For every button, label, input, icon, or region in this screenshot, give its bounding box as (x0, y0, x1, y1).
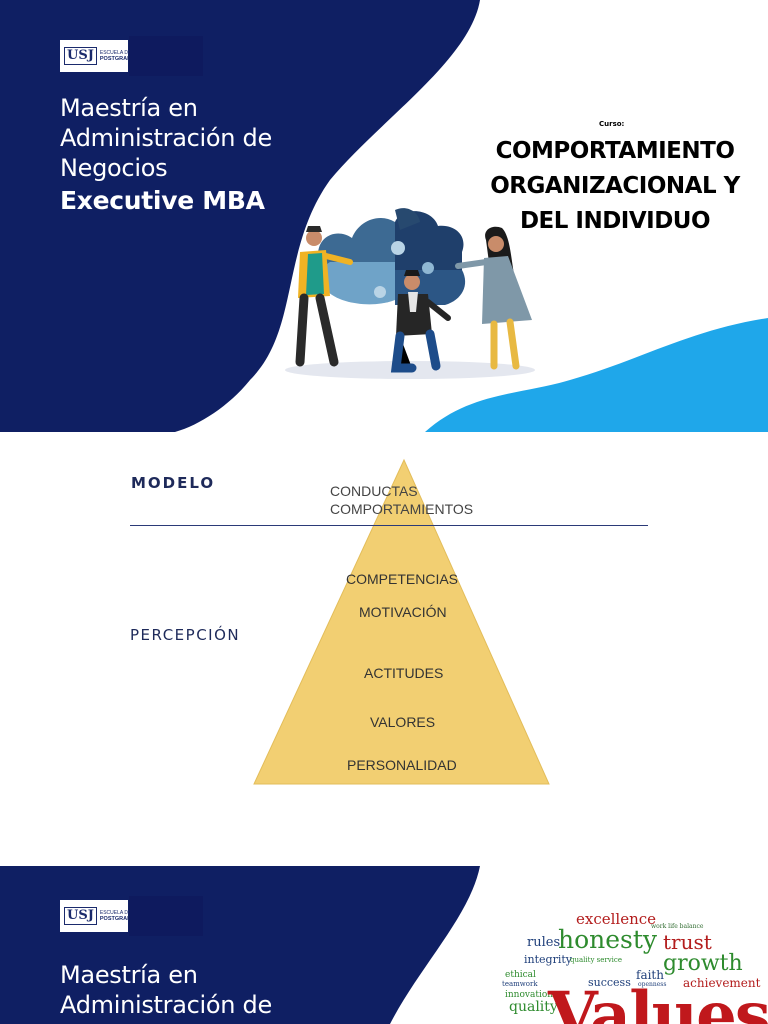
person-kneeling-icon (390, 270, 451, 373)
word-quality-service: quality service (570, 956, 622, 964)
logo-dark-block (129, 36, 203, 76)
conductas-label: CONDUCTAS COMPORTAMIENTOS (330, 482, 473, 518)
person-right-icon (455, 226, 532, 370)
word-work-life: work life balance (651, 923, 704, 930)
school-logo: USJ ESCUELA DE POSTGRADO (60, 896, 203, 936)
program-line-3: Negocios (60, 154, 168, 182)
program-line-2: Administración de (60, 991, 272, 1019)
logo-mark: USJ (64, 47, 97, 65)
person-left-icon (295, 226, 353, 367)
level-competencias: COMPETENCIAS (346, 571, 459, 587)
word-excellence: excellence (576, 910, 657, 928)
puzzle-illustration (295, 208, 532, 373)
pyramid-slide: MODELO PERCEPCIÓN CONDUCTAS COMPORTAMIEN… (0, 432, 768, 866)
logo-mark: USJ (64, 907, 97, 925)
level-valores: VALORES (370, 714, 436, 730)
logo-line-2: POSTGRADO (99, 56, 136, 62)
percepcion-label: PERCEPCIÓN (130, 626, 241, 644)
word-openness: openness (638, 981, 667, 988)
level-personalidad: PERSONALIDAD (347, 757, 457, 773)
logo-line-2: POSTGRADO (99, 916, 136, 922)
logo-line-1: ESCUELA DE (99, 910, 132, 916)
logo-dark-block (129, 896, 203, 936)
program-title: Maestría en Administración de (60, 960, 272, 1020)
slide-background (0, 0, 768, 432)
word-values: Values (548, 978, 768, 1024)
course-label: Curso: (599, 120, 625, 128)
pyramid-shape (253, 458, 550, 785)
word-honesty: honesty (558, 925, 658, 954)
word-quality: quality (509, 999, 558, 1015)
program-bold: Executive MBA (60, 186, 265, 215)
program-title: Maestría en Administración de Negocios E… (60, 93, 272, 219)
word-integrity: integrity (524, 953, 572, 966)
word-success: success (588, 976, 631, 989)
word-teamwork: teamwork (502, 980, 538, 988)
word-trust: trust (663, 930, 712, 954)
school-logo: USJ ESCUELA DE POSTGRADO (60, 36, 203, 76)
title-slide: USJ ESCUELA DE POSTGRADO Maestría en Adm… (0, 0, 768, 432)
course-line-3: DEL INDIVIDUO (519, 208, 711, 234)
course-line-1: COMPORTAMIENTO (495, 138, 735, 164)
conductas-line-1: CONDUCTAS (330, 483, 418, 499)
word-innovation: innovation (505, 990, 554, 1000)
divider-line (130, 525, 648, 526)
word-achievement: achievement (683, 976, 761, 990)
level-actitudes: ACTITUDES (364, 665, 444, 681)
values-slide: USJ ESCUELA DE POSTGRADO Maestría en Adm… (0, 866, 768, 1024)
course-line-2: ORGANIZACIONAL Y (490, 173, 740, 199)
word-faith: faith (636, 968, 664, 982)
conductas-line-2: COMPORTAMIENTOS (330, 501, 474, 517)
program-line-1: Maestría en (60, 94, 198, 122)
level-motivacion: MOTIVACIÓN (359, 604, 447, 620)
course-title: COMPORTAMIENTO ORGANIZACIONAL Y DEL INDI… (470, 134, 760, 239)
word-growth: growth (663, 951, 743, 976)
program-line-2: Administración de (60, 124, 272, 152)
word-rules: rules (527, 935, 561, 950)
program-line-1: Maestría en (60, 961, 198, 989)
word-ethical: ethical (505, 970, 536, 980)
modelo-label: MODELO (131, 474, 216, 492)
puzzle-cloud-icon (318, 208, 466, 305)
logo-line-1: ESCUELA DE (99, 50, 132, 56)
